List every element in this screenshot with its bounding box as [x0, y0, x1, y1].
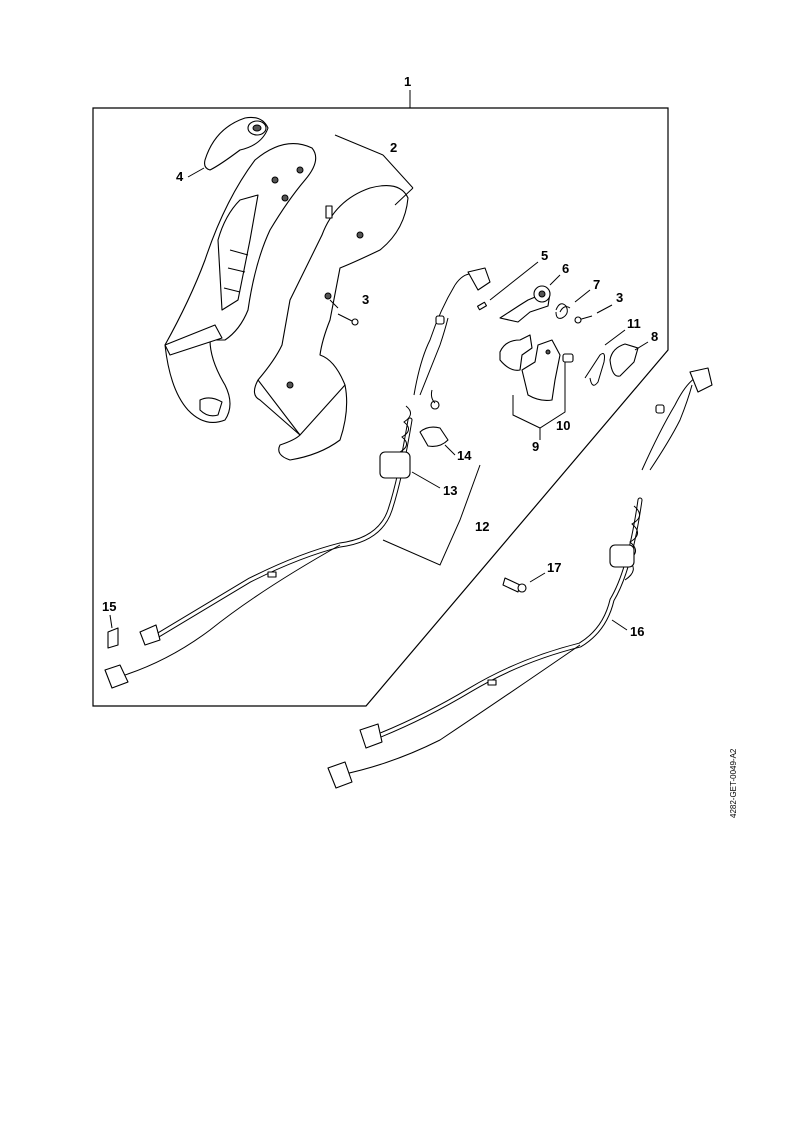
- callout-4: 4: [176, 169, 184, 184]
- part-2-handle-housing-left: [164, 143, 317, 423]
- callout-6: 6: [562, 261, 569, 276]
- part-14-clip: [419, 426, 449, 447]
- document-id: 4282-GET-0049-A2: [729, 748, 738, 818]
- part-11-spring-wire: [584, 353, 605, 386]
- leader-5: [489, 261, 539, 301]
- part-3-screw-a: [337, 313, 359, 326]
- leader-2: [334, 134, 414, 206]
- leader-3a: [329, 299, 339, 309]
- callout-2: 2: [390, 140, 397, 155]
- callout-3b: 3: [616, 290, 623, 305]
- callout-11: 11: [627, 316, 641, 331]
- leader-8: [634, 341, 649, 351]
- part-2-handle-housing-right: [253, 185, 409, 461]
- callout-13: 13: [443, 483, 457, 498]
- leader-12: [382, 464, 481, 566]
- leader-7: [574, 289, 591, 303]
- callout-10: 10: [556, 418, 570, 433]
- leader-14: [444, 444, 456, 456]
- leader-11: [604, 329, 626, 346]
- callout-3a: 3: [362, 292, 369, 307]
- leader-4: [187, 167, 205, 178]
- part-4-handle-cap: [204, 116, 269, 171]
- callout-15: 15: [102, 599, 116, 614]
- callout-12: 12: [475, 519, 489, 534]
- part-8-lock-piece: [609, 343, 639, 377]
- callout-14: 14: [457, 448, 472, 463]
- part-6-throttle-lever: [499, 285, 551, 323]
- callout-7: 7: [593, 277, 600, 292]
- callout-8: 8: [651, 329, 658, 344]
- part-17-screw: [502, 577, 527, 593]
- part-16-cable-harness: [327, 367, 713, 789]
- assembly-frame: [92, 107, 669, 707]
- callout-1: 1: [404, 74, 411, 89]
- leader-16: [611, 619, 628, 631]
- part-9-lever-assembly: [499, 334, 566, 429]
- callout-5: 5: [541, 248, 548, 263]
- part-3-screw-b: [574, 315, 593, 324]
- part-7-torsion-spring: [555, 303, 571, 319]
- part-10-plug: [562, 353, 574, 363]
- callout-16: 16: [630, 624, 644, 639]
- part-5-pin: [476, 301, 488, 311]
- leader-3b: [596, 304, 613, 314]
- part-12-cable-harness: [104, 267, 491, 689]
- leader-13: [411, 471, 441, 489]
- leader-15: [109, 614, 113, 629]
- leader-6: [549, 274, 561, 286]
- leader-17: [529, 572, 546, 583]
- callout-17: 17: [547, 560, 561, 575]
- callout-9: 9: [532, 439, 539, 454]
